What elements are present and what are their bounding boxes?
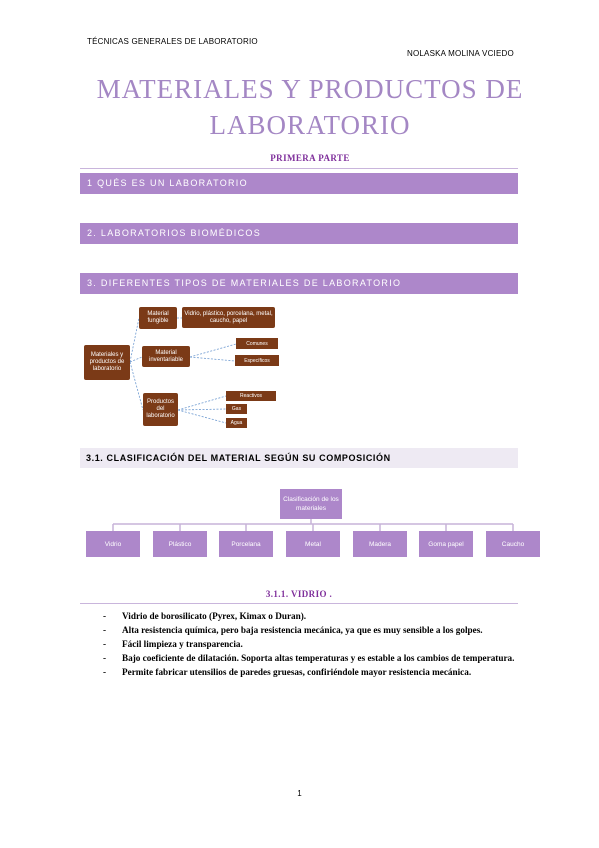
mindmap-especificos: Específicos (235, 355, 279, 366)
mindmap-gas: Gas (226, 404, 247, 414)
page-subtitle: PRIMERA PARTE (270, 153, 350, 163)
section-heading-3: 3. DIFERENTES TIPOS DE MATERIALES DE LAB… (80, 273, 518, 294)
mindmap-comunes: Comunes (236, 338, 278, 349)
subtitle-divider (80, 168, 518, 169)
page-number: 1 (297, 789, 302, 798)
subsection-title-vidrio: 3.1.1. VIDRIO . (265, 589, 333, 599)
tree-root-node: Clasificación de los materiales (280, 489, 342, 519)
tree-leaf-vidrio: Vidrio (86, 531, 140, 557)
mindmap-root: Materiales y productos de laboratorio (84, 345, 130, 380)
header-author: NOLASKA MOLINA VCIEDO (407, 49, 514, 58)
page-title-line1: MATERIALES Y PRODUCTOS DE (96, 74, 524, 104)
list-item: Vidrio de borosilicato (Pyrex, Kimax o D… (103, 611, 523, 623)
tree-leaf-metal: Metal (286, 531, 340, 557)
list-item: Permite fabricar utensilios de paredes g… (103, 667, 523, 679)
list-item: Bajo coeficiente de dilatación. Soporta … (103, 653, 523, 665)
vidrio-bullet-list: Vidrio de borosilicato (Pyrex, Kimax o D… (103, 611, 523, 681)
mindmap-fungible-description: Vidrio, plástico, porcelana, metal, cauc… (182, 307, 275, 328)
mindmap-material-fungible: Material fungible (139, 307, 177, 329)
page-title: MATERIALES Y PRODUCTOS DE LABORATORIO (80, 71, 540, 143)
section-heading-3-1: 3.1. CLASIFICACIÓN DEL MATERIAL SEGÚN SU… (80, 448, 518, 468)
tree-leaf-madera: Madera (353, 531, 407, 557)
list-item: Alta resistencia química, pero baja resi… (103, 625, 523, 637)
tree-leaf-goma-papel: Goma papel (419, 531, 473, 557)
list-item: Fácil limpieza y transparencia. (103, 639, 523, 651)
section-heading-2: 2. LABORATORIOS BIOMÉDICOS (80, 223, 518, 244)
header-course-title: TÉCNICAS GENERALES DE LABORATORIO (87, 37, 258, 46)
mindmap-productos-laboratorio: Productos del laboratorio (143, 393, 178, 426)
section-heading-1: 1 QUÉS ES UN LABORATORIO (80, 173, 518, 194)
mindmap-agua: Agua (226, 418, 247, 428)
tree-leaf-caucho: Caucho (486, 531, 540, 557)
tree-leaf-porcelana: Porcelana (219, 531, 273, 557)
subsection-divider (80, 603, 518, 604)
tree-leaf-plastico: Plástico (153, 531, 207, 557)
mindmap-material-inventariable: Material inventariable (142, 346, 190, 367)
page-title-line2: LABORATORIO (209, 110, 411, 140)
mindmap-reactivos: Reactivos (226, 391, 276, 401)
